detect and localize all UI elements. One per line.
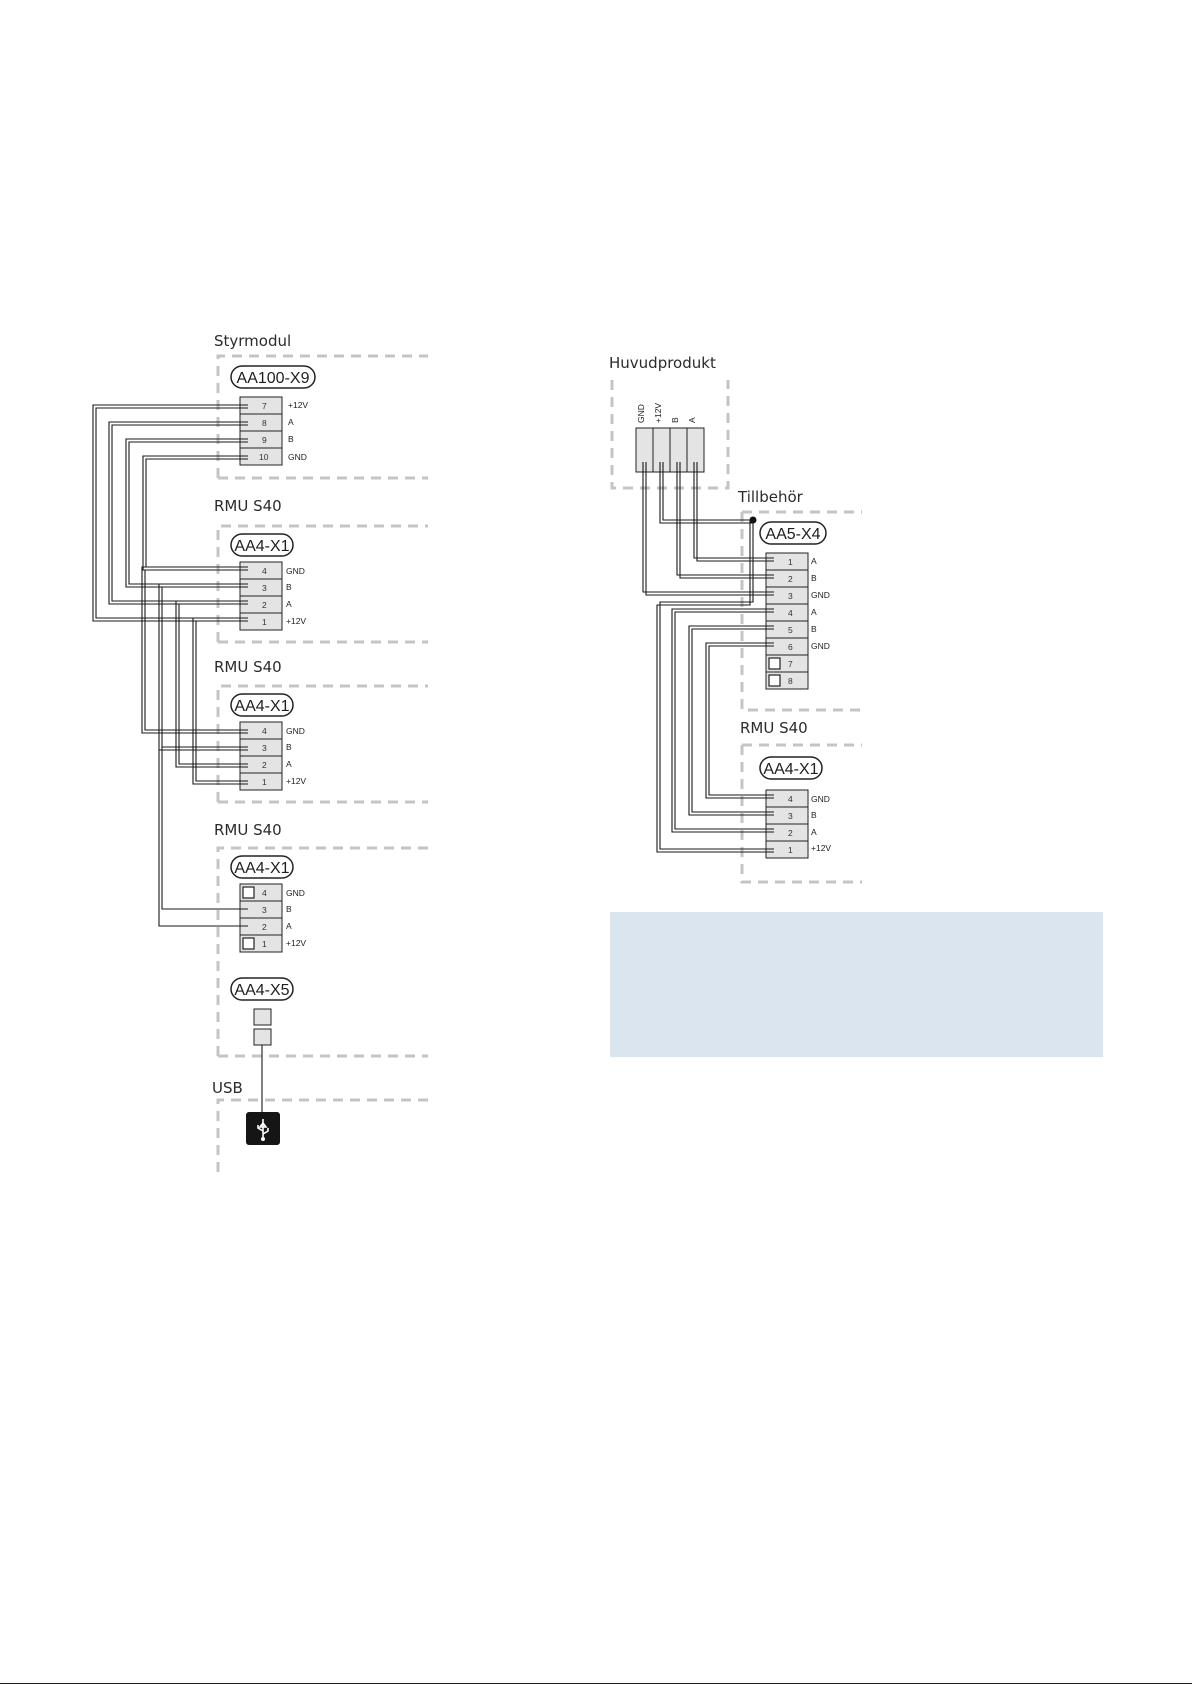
- svg-text:+12V: +12V: [811, 843, 831, 853]
- svg-text:9: 9: [262, 435, 267, 445]
- svg-text:GND: GND: [811, 794, 830, 804]
- svg-text:A: A: [286, 921, 292, 931]
- svg-text:B: B: [670, 417, 680, 423]
- svg-text:B: B: [286, 742, 292, 752]
- svg-text:3: 3: [788, 811, 793, 821]
- svg-text:+12V: +12V: [288, 400, 308, 410]
- tag-aa5-x4: AA5-X4: [760, 522, 826, 544]
- usb-connector-aa4-x5: [254, 1009, 271, 1112]
- svg-text:+12V: +12V: [653, 403, 663, 423]
- svg-text:2: 2: [262, 760, 267, 770]
- styrmodul-title: Styrmodul: [214, 332, 291, 350]
- terminal-block-rmu2: 4 3 2 1 GND B A +12V: [240, 722, 306, 790]
- svg-text:GND: GND: [286, 726, 305, 736]
- svg-text:GND: GND: [288, 452, 307, 462]
- svg-text:+12V: +12V: [286, 938, 306, 948]
- svg-text:B: B: [286, 904, 292, 914]
- svg-text:B: B: [286, 582, 292, 592]
- footer-rule: [0, 1683, 1192, 1684]
- svg-text:7: 7: [262, 401, 267, 411]
- svg-text:B: B: [811, 810, 817, 820]
- terminal-block-aa5-x4: 1 2 3 4 5 6 7 8 A B GND A B GND: [766, 553, 830, 689]
- svg-text:AA4-X1: AA4-X1: [234, 538, 289, 555]
- tag-aa4-x5: AA4-X5: [231, 978, 293, 1000]
- svg-text:AA4-X5: AA4-X5: [234, 982, 289, 999]
- svg-text:8: 8: [788, 676, 793, 686]
- svg-text:5: 5: [788, 625, 793, 635]
- svg-text:10: 10: [259, 452, 269, 462]
- svg-text:4: 4: [262, 566, 267, 576]
- svg-text:AA100-X9: AA100-X9: [237, 370, 310, 387]
- terminal-block-rmu3: 4 3 2 1 GND B A +12V: [240, 884, 306, 952]
- svg-text:GND: GND: [286, 566, 305, 576]
- svg-text:3: 3: [262, 743, 267, 753]
- svg-text:2: 2: [788, 574, 793, 584]
- tag-right-aa4-x1: AA4-X1: [760, 757, 822, 779]
- svg-text:3: 3: [262, 905, 267, 915]
- huvudprodukt-terminal: GND +12V B A: [636, 403, 704, 472]
- svg-text:AA4-X1: AA4-X1: [234, 860, 289, 877]
- terminal-block-aa100-x9: 7 8 9 10 +12V A B GND: [240, 397, 308, 465]
- svg-text:4: 4: [262, 726, 267, 736]
- svg-text:+12V: +12V: [286, 616, 306, 626]
- svg-text:B: B: [811, 573, 817, 583]
- svg-text:GND: GND: [811, 590, 830, 600]
- huvudprodukt-title: Huvudprodukt: [609, 354, 716, 372]
- tag-aa100-x9: AA100-X9: [231, 366, 315, 388]
- svg-text:B: B: [811, 624, 817, 634]
- tillbehor-title: Tillbehör: [737, 488, 804, 506]
- svg-text:4: 4: [788, 794, 793, 804]
- svg-text:4: 4: [262, 888, 267, 898]
- svg-text:1: 1: [788, 845, 793, 855]
- tag-rmu3-aa4-x1: AA4-X1: [231, 856, 293, 878]
- svg-text:1: 1: [788, 557, 793, 567]
- svg-text:A: A: [811, 607, 817, 617]
- right-wiring: [643, 462, 774, 852]
- right-rmu-title: RMU S40: [740, 719, 808, 737]
- svg-text:1: 1: [262, 939, 267, 949]
- svg-text:A: A: [286, 759, 292, 769]
- terminal-block-right-rmu: 4 3 2 1 GND B A +12V: [766, 790, 831, 858]
- svg-text:A: A: [687, 417, 697, 423]
- svg-text:7: 7: [788, 659, 793, 669]
- svg-text:2: 2: [262, 922, 267, 932]
- svg-text:8: 8: [262, 418, 267, 428]
- tag-rmu1-aa4-x1: AA4-X1: [231, 534, 293, 556]
- note-box: [610, 912, 1103, 1057]
- svg-text:3: 3: [262, 583, 267, 593]
- svg-text:AA5-X4: AA5-X4: [765, 526, 820, 543]
- rmu3-title: RMU S40: [214, 821, 282, 839]
- svg-text:2: 2: [788, 828, 793, 838]
- tag-rmu2-aa4-x1: AA4-X1: [231, 694, 293, 716]
- svg-text:6: 6: [788, 642, 793, 652]
- svg-text:A: A: [811, 556, 817, 566]
- usb-icon: [246, 1112, 280, 1145]
- svg-text:3: 3: [788, 591, 793, 601]
- svg-text:A: A: [286, 599, 292, 609]
- svg-text:A: A: [288, 417, 294, 427]
- svg-text:GND: GND: [636, 404, 646, 423]
- rmu1-title: RMU S40: [214, 497, 282, 515]
- svg-text:GND: GND: [811, 641, 830, 651]
- svg-text:B: B: [288, 434, 294, 444]
- svg-text:A: A: [811, 827, 817, 837]
- svg-text:1: 1: [262, 617, 267, 627]
- svg-text:4: 4: [788, 608, 793, 618]
- svg-text:AA4-X1: AA4-X1: [234, 698, 289, 715]
- svg-text:2: 2: [262, 600, 267, 610]
- svg-text:AA4-X1: AA4-X1: [763, 761, 818, 778]
- svg-text:GND: GND: [286, 888, 305, 898]
- svg-text:1: 1: [262, 777, 267, 787]
- rmu2-title: RMU S40: [214, 658, 282, 676]
- svg-text:+12V: +12V: [286, 776, 306, 786]
- terminal-block-rmu1: 4 3 2 1 GND B A +12V: [240, 562, 306, 630]
- usb-title: USB: [212, 1079, 243, 1097]
